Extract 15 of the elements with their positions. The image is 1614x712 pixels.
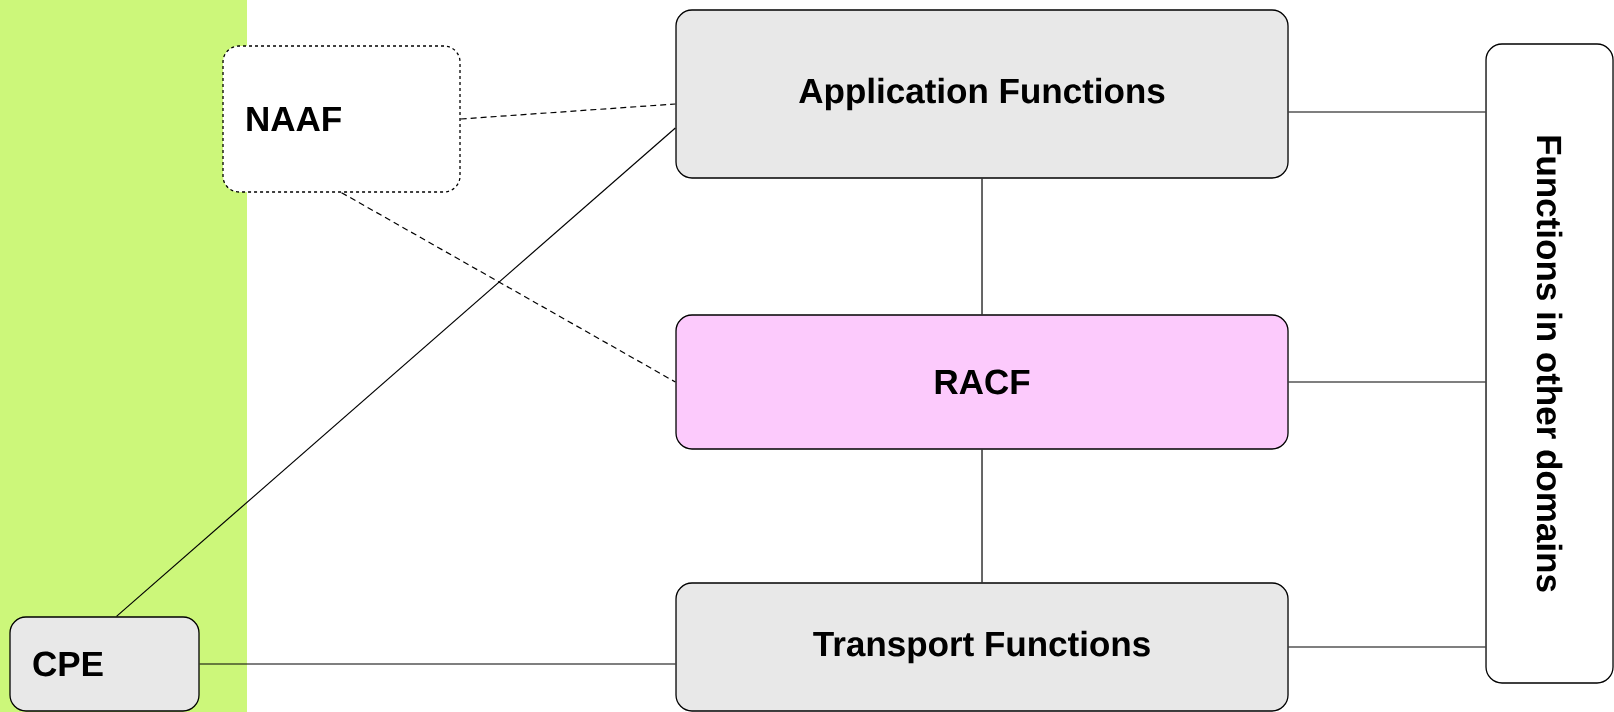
function-box: RACF	[675, 314, 1289, 450]
device-box: CPE	[9, 616, 200, 712]
function-box: NAAF	[222, 45, 461, 193]
connector-line	[115, 127, 676, 617]
domain-box: Functions in other domains	[1485, 43, 1614, 684]
function-box: Transport Functions	[675, 582, 1289, 712]
dashed-connector	[460, 103, 676, 120]
dashed-connector	[340, 192, 676, 383]
connector-line	[981, 178, 983, 315]
connector-line	[199, 663, 676, 665]
connector-line	[981, 449, 983, 583]
connector-line	[1288, 381, 1486, 383]
function-box: Application Functions	[675, 9, 1289, 179]
connector-line	[1288, 646, 1486, 648]
connector-line	[1288, 111, 1486, 113]
